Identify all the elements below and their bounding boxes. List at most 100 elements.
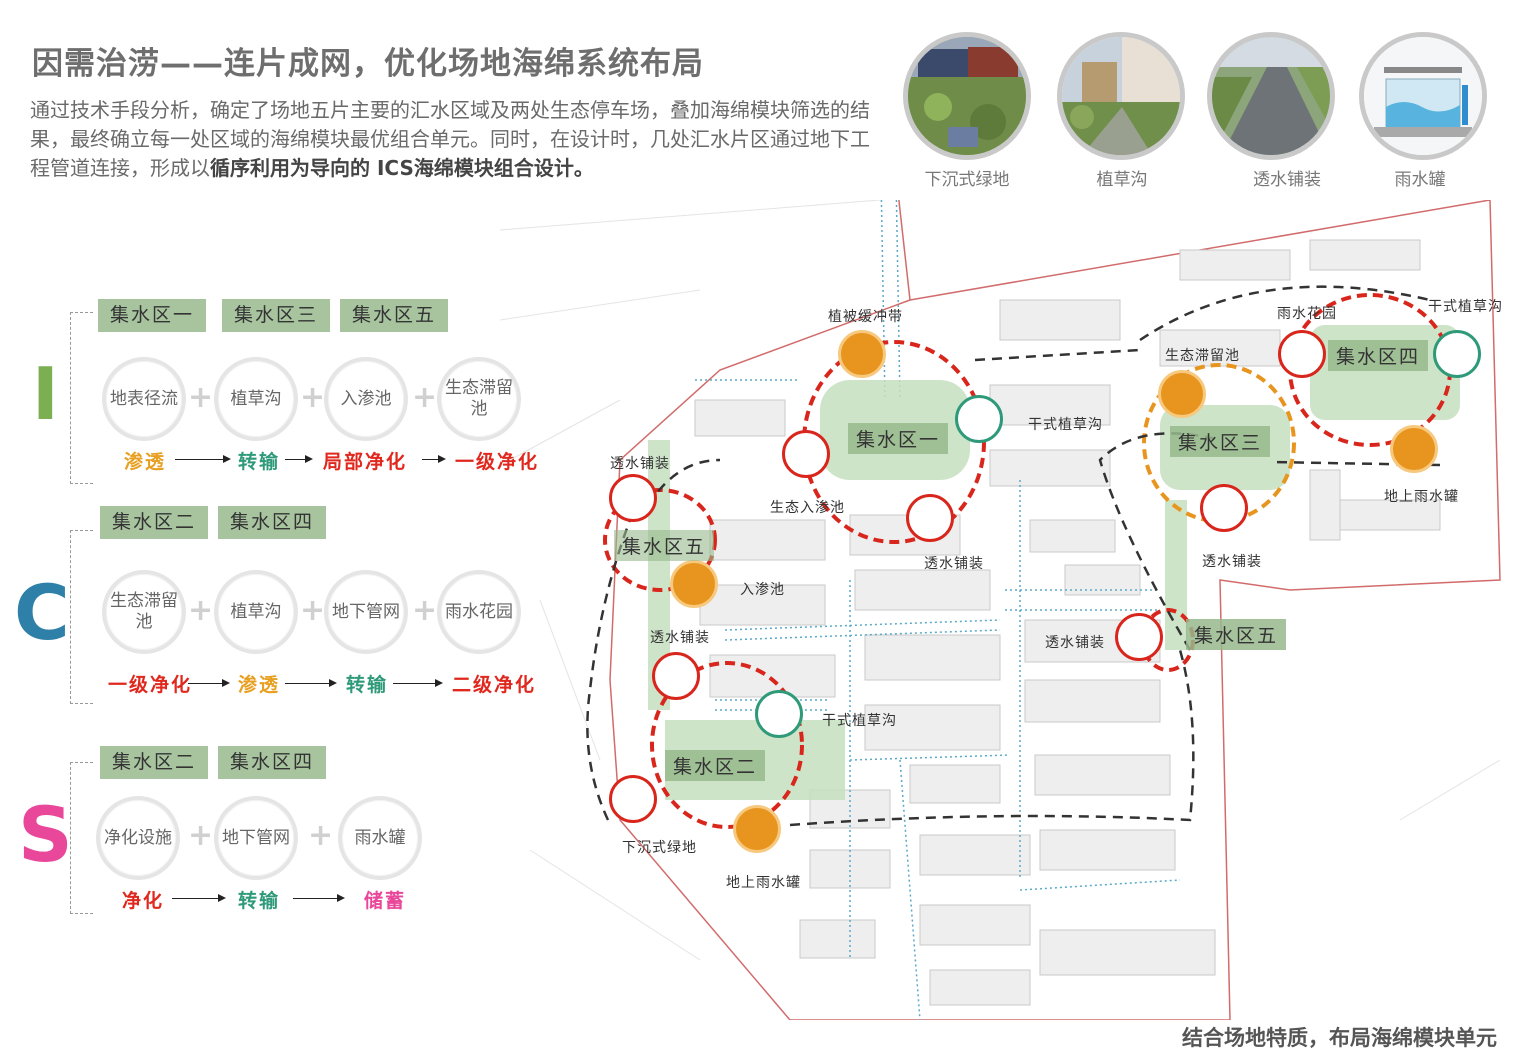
label-permeable-paving: 透水铺装 bbox=[924, 556, 984, 572]
proc-c-3: 转输 bbox=[346, 674, 389, 696]
step-i-1: 地表径流 bbox=[102, 357, 186, 441]
map-zone-1: 集水区一 bbox=[848, 423, 949, 454]
step-s-1: 净化设施 bbox=[96, 796, 180, 880]
plus-icon: + bbox=[300, 380, 326, 415]
arrow-icon bbox=[422, 455, 446, 463]
proc-s-2: 转输 bbox=[238, 890, 281, 912]
proc-c-1: 一级净化 bbox=[108, 674, 193, 696]
footer-caption: 结合场地特质，布局海绵模块单元 bbox=[1182, 1026, 1497, 1050]
dry-grass-swale-icon bbox=[955, 395, 1003, 443]
rain-barrel-icon bbox=[733, 805, 781, 853]
arrow-icon bbox=[285, 679, 337, 687]
photo-caption-3: 透水铺装 bbox=[1253, 170, 1321, 190]
step-i-4: 生态滞留池 bbox=[437, 357, 521, 441]
proc-i-1: 渗透 bbox=[124, 451, 167, 473]
proc-i-3: 局部净化 bbox=[323, 451, 408, 473]
intro-text: 通过技术手段分析，确定了场地五片主要的汇水区域及两处生态停车场，叠加海绵模块筛选… bbox=[30, 96, 870, 183]
vegetation-buffer-icon bbox=[838, 330, 886, 378]
letter-s: S bbox=[18, 790, 73, 879]
plus-icon: + bbox=[412, 380, 438, 415]
step-i-3: 入渗池 bbox=[324, 357, 408, 441]
infiltration-tank-icon bbox=[670, 560, 718, 608]
dry-grass-swale-icon bbox=[755, 690, 803, 738]
label-rain-barrel: 地上雨水罐 bbox=[1384, 489, 1459, 505]
proc-c-2: 渗透 bbox=[238, 674, 281, 696]
label-bioretention-pond: 生态滞留池 bbox=[1165, 348, 1240, 364]
arrow-icon bbox=[393, 679, 443, 687]
label-vegetation-buffer: 植被缓冲带 bbox=[828, 309, 903, 325]
intro-plain: 通过技术手段分析，确定了场地五片主要的汇水区域及两处生态停车场，叠加海绵模块筛选… bbox=[30, 98, 870, 180]
arrow-icon bbox=[188, 679, 230, 687]
photo-caption-4: 雨水罐 bbox=[1394, 170, 1446, 190]
photo-grass-swale bbox=[1057, 32, 1185, 160]
proc-s-3: 储蓄 bbox=[364, 890, 407, 912]
plus-icon: + bbox=[188, 818, 214, 853]
arrow-icon bbox=[285, 455, 313, 463]
bioretention-pond-icon bbox=[1158, 370, 1206, 418]
label-sunken-greenland: 下沉式绿地 bbox=[622, 840, 697, 856]
step-s-3: 雨水罐 bbox=[338, 796, 422, 880]
step-c-2: 植草沟 bbox=[214, 570, 298, 654]
tag-i-3: 集水区五 bbox=[340, 299, 449, 332]
tag-s-2: 集水区四 bbox=[218, 746, 327, 779]
map-zone-4: 集水区四 bbox=[1328, 340, 1429, 371]
plus-icon: + bbox=[308, 818, 334, 853]
arrow-icon bbox=[175, 455, 231, 463]
rain-barrel-icon bbox=[1390, 425, 1438, 473]
bracket-i bbox=[70, 312, 93, 484]
photo-caption-2: 植草沟 bbox=[1096, 170, 1148, 190]
label-eco-infiltration-pool: 生态入渗池 bbox=[770, 500, 845, 516]
permeable-paving-icon bbox=[609, 474, 657, 522]
label-dry-grass-swale: 干式植草沟 bbox=[1428, 299, 1503, 315]
proc-c-4: 二级净化 bbox=[452, 674, 537, 696]
label-dry-grass-swale: 干式植草沟 bbox=[822, 713, 897, 729]
permeable-paving-icon bbox=[1200, 484, 1248, 532]
plus-icon: + bbox=[188, 593, 214, 628]
photo-permeable-paving bbox=[1207, 32, 1335, 160]
map-zone-3: 集水区三 bbox=[1170, 426, 1271, 457]
map-zone-5b: 集水区五 bbox=[1186, 619, 1287, 650]
plus-icon: + bbox=[300, 593, 326, 628]
tag-s-1: 集水区二 bbox=[100, 746, 209, 779]
tag-c-1: 集水区二 bbox=[100, 506, 209, 539]
label-rain-garden: 雨水花园 bbox=[1277, 306, 1337, 322]
plus-icon: + bbox=[188, 380, 214, 415]
label-permeable-paving: 透水铺装 bbox=[650, 630, 710, 646]
sunken-greenland-icon bbox=[609, 775, 657, 823]
arrow-icon bbox=[293, 894, 345, 902]
photo-rain-barrel bbox=[1359, 32, 1487, 160]
bracket-c bbox=[70, 530, 93, 704]
tag-c-2: 集水区四 bbox=[218, 506, 327, 539]
label-permeable-paving: 透水铺装 bbox=[1045, 635, 1105, 651]
rain-garden-icon bbox=[1278, 330, 1326, 378]
letter-c: C bbox=[14, 568, 70, 657]
photo-sunken-greenland bbox=[903, 32, 1031, 160]
label-permeable-paving: 透水铺装 bbox=[610, 456, 670, 472]
proc-s-1: 净化 bbox=[122, 890, 165, 912]
step-s-2: 地下管网 bbox=[214, 796, 298, 880]
label-dry-grass-swale: 干式植草沟 bbox=[1028, 417, 1103, 433]
tag-i-1: 集水区一 bbox=[98, 299, 207, 332]
tag-i-2: 集水区三 bbox=[222, 299, 331, 332]
step-c-4: 雨水花园 bbox=[437, 570, 521, 654]
proc-i-2: 转输 bbox=[238, 451, 281, 473]
photo-caption-1: 下沉式绿地 bbox=[924, 170, 1010, 190]
label-permeable-paving: 透水铺装 bbox=[1202, 554, 1262, 570]
step-c-1: 生态滞留池 bbox=[102, 570, 186, 654]
infiltration-pool-icon bbox=[782, 430, 830, 478]
step-c-3: 地下管网 bbox=[324, 570, 408, 654]
site-map bbox=[500, 200, 1501, 1020]
step-i-2: 植草沟 bbox=[214, 357, 298, 441]
permeable-paving-icon bbox=[906, 494, 954, 542]
plus-icon: + bbox=[412, 593, 438, 628]
label-rain-barrel: 地上雨水罐 bbox=[726, 875, 801, 891]
map-zone-5a: 集水区五 bbox=[614, 530, 715, 561]
map-zone-2: 集水区二 bbox=[665, 750, 766, 781]
arrow-icon bbox=[172, 894, 226, 902]
permeable-paving-icon bbox=[1115, 613, 1163, 661]
dry-grass-swale-icon bbox=[1433, 330, 1481, 378]
letter-i: I bbox=[32, 352, 59, 436]
bracket-s bbox=[70, 762, 93, 914]
page-title: 因需治涝——连片成网，优化场地海绵系统布局 bbox=[32, 46, 704, 82]
label-infiltration-pool: 入渗池 bbox=[740, 582, 785, 598]
